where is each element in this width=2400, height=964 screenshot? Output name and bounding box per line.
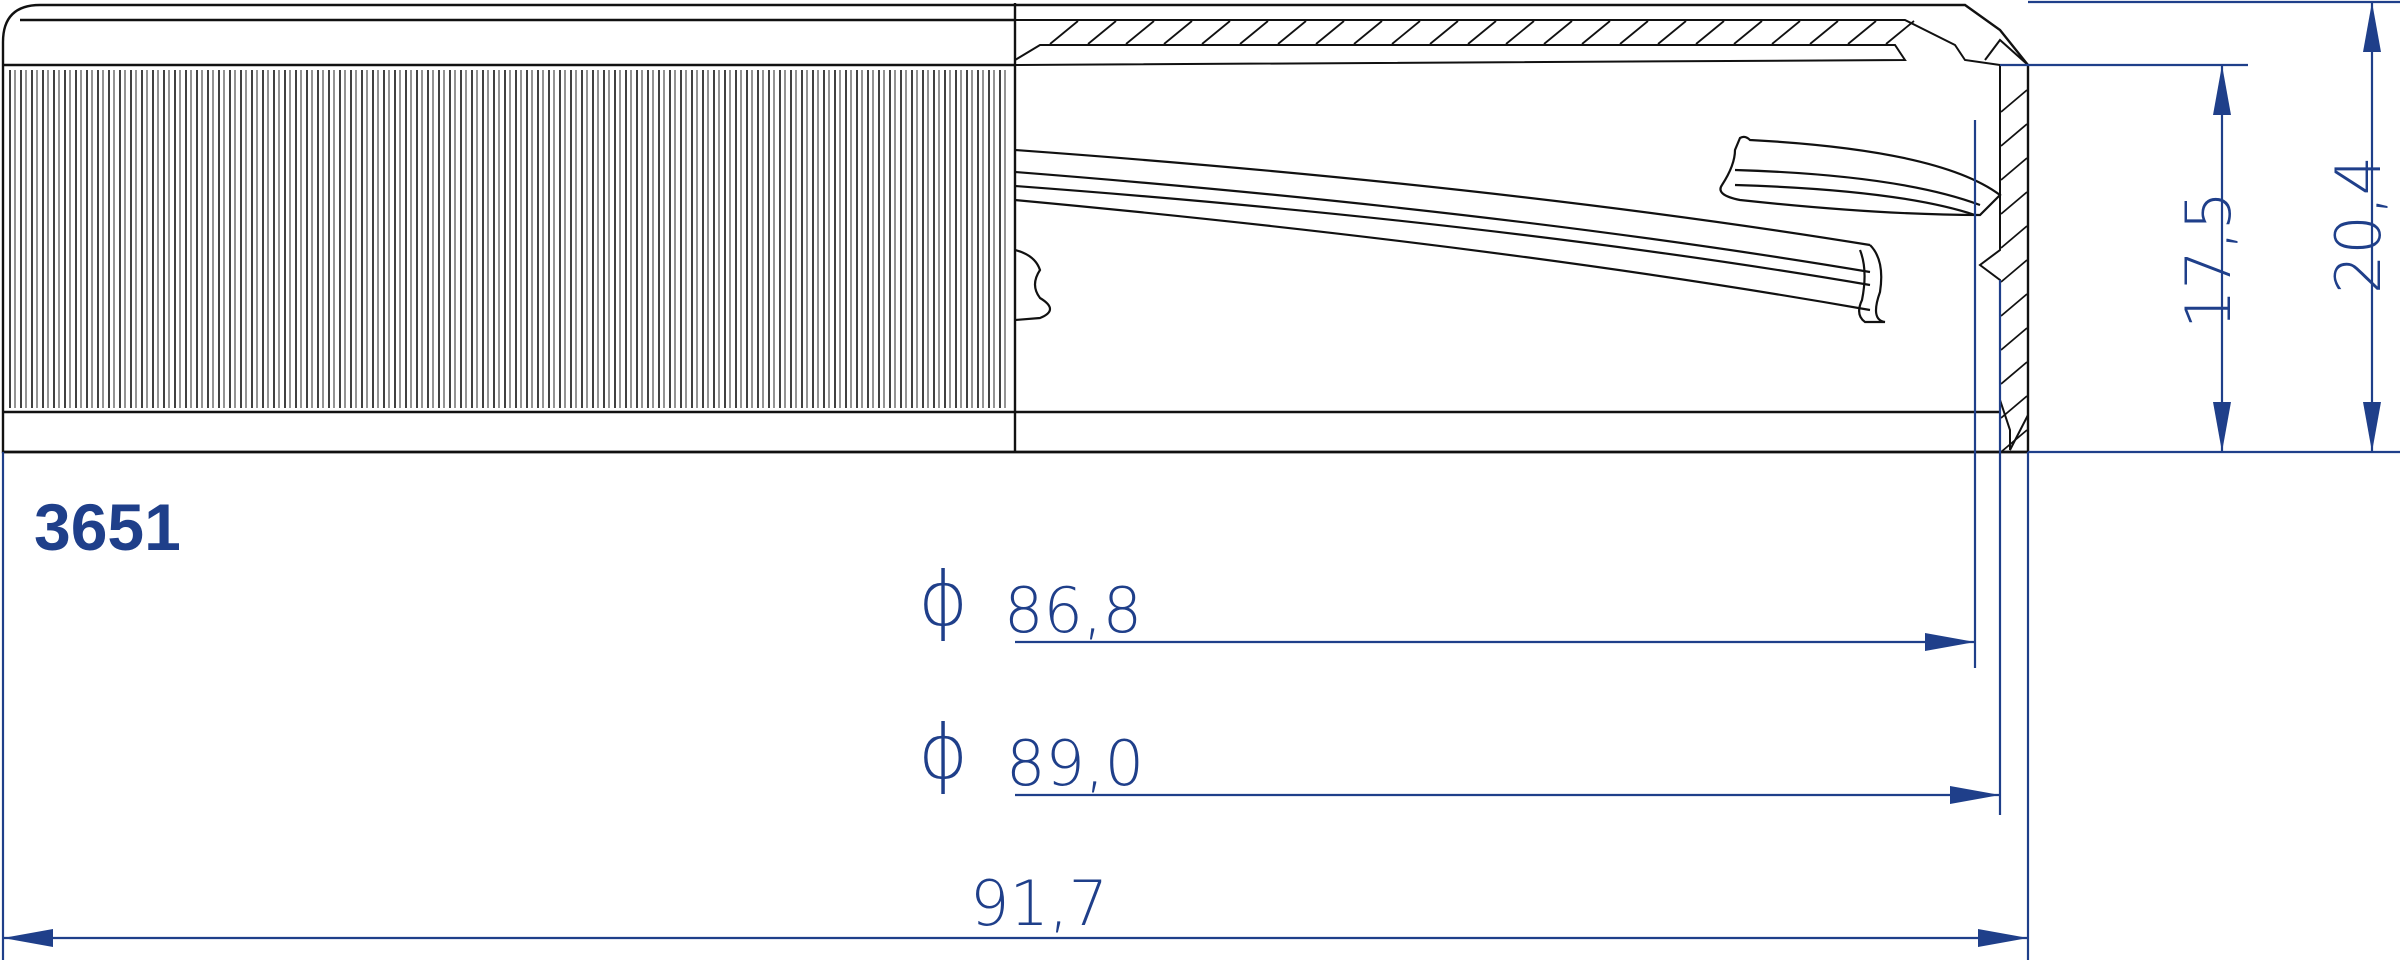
hatch-stroke <box>1619 20 1649 45</box>
diameter-symbol-inner: ϕ <box>918 554 968 643</box>
section-rim <box>1014 19 2029 451</box>
hatch-stroke <box>1695 20 1725 45</box>
hatch-stroke <box>1353 20 1383 45</box>
hatch-stroke <box>2000 157 2028 181</box>
section-hatching <box>1049 20 2028 453</box>
part-number: 3651 <box>34 490 181 564</box>
hatch-stroke <box>2000 259 2028 283</box>
hatch-stroke <box>1657 20 1687 45</box>
hatch-stroke <box>2000 123 2028 147</box>
hatch-stroke <box>1771 20 1801 45</box>
thread-helix <box>1014 135 2002 324</box>
hatch-stroke <box>1581 20 1611 45</box>
hatch-stroke <box>1239 20 1269 45</box>
inner-diameter-value: 86,8 <box>1004 574 1142 647</box>
hatch-stroke <box>1885 20 1915 45</box>
hatch-stroke <box>1163 20 1193 45</box>
hatch-stroke <box>1049 20 1079 45</box>
hatch-stroke <box>1809 20 1839 45</box>
hatch-stroke <box>1315 20 1345 45</box>
hatch-stroke <box>2000 191 2028 215</box>
hatch-stroke <box>2000 361 2028 385</box>
hatch-stroke <box>1543 20 1573 45</box>
hatch-stroke <box>1733 20 1763 45</box>
cap-body-outline <box>1 3 2030 454</box>
inner-height-value: 17,5 <box>2172 191 2245 329</box>
cap-outline <box>1 3 2030 454</box>
hatch-stroke <box>1087 20 1117 45</box>
hatch-stroke <box>1277 20 1307 45</box>
hatch-stroke <box>1847 20 1877 45</box>
hatch-stroke <box>1467 20 1497 45</box>
outer-diameter-value: 89,0 <box>1006 727 1144 800</box>
hatch-stroke <box>1429 20 1459 45</box>
knurled-grip <box>9 70 1006 408</box>
overall-height-value: 20,4 <box>2322 156 2395 294</box>
hatch-stroke <box>2000 293 2028 317</box>
hatch-stroke <box>2000 89 2028 113</box>
hatch-stroke <box>2000 327 2028 351</box>
hatch-stroke <box>2000 225 2028 249</box>
hatch-stroke <box>1201 20 1231 45</box>
hatch-stroke <box>2000 429 2028 453</box>
hatch-stroke <box>1505 20 1535 45</box>
hatch-stroke <box>1125 20 1155 45</box>
dimension-arrows <box>3 2 2381 947</box>
diameter-symbol-outer: ϕ <box>918 707 968 796</box>
overall-width-value: 91,7 <box>970 867 1108 940</box>
hatch-stroke <box>2000 395 2028 419</box>
hatch-stroke <box>1391 20 1421 45</box>
